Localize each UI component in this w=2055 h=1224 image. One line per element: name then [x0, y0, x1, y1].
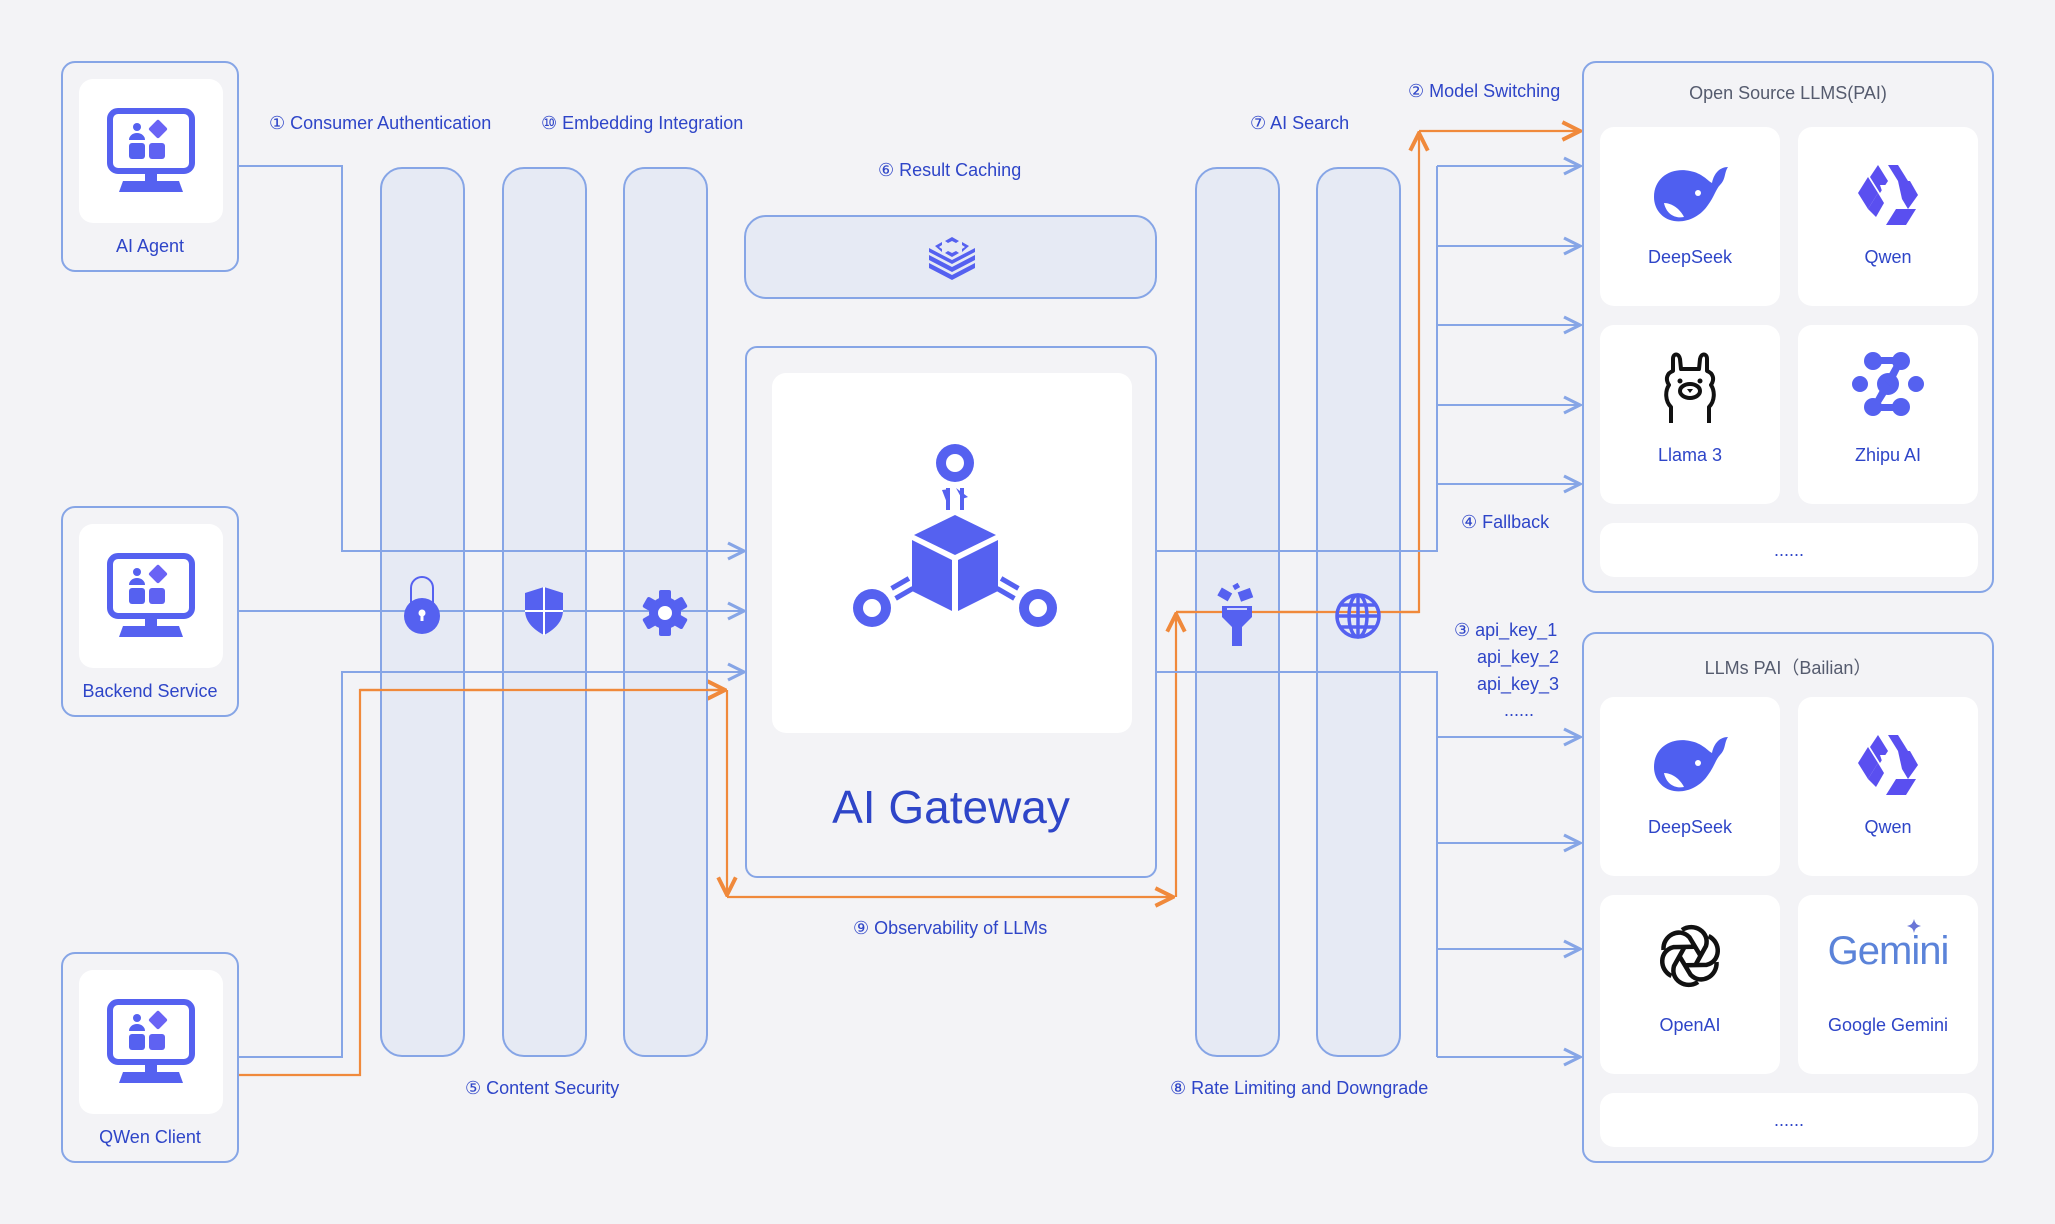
- gateway-title: AI Gateway: [832, 781, 1070, 833]
- step-api-key-3: api_key_3: [1477, 674, 1560, 694]
- deepseek-whale-icon: [1650, 733, 1730, 800]
- ai-gateway[interactable]: AI Gateway: [745, 346, 1157, 878]
- gear-icon: [642, 590, 688, 641]
- client-ai-agent[interactable]: AI Agent: [61, 61, 239, 272]
- zhipu-icon: [1851, 351, 1925, 422]
- gateway-cube-icon: [850, 443, 1060, 638]
- gemini-wordmark: Gemini: [1827, 929, 1950, 973]
- model-card-deepseek[interactable]: DeepSeek: [1600, 127, 1780, 306]
- client-label: Backend Service: [82, 681, 218, 701]
- step-rate-limiting: ⑧ Rate Limiting and Downgrade: [1170, 1078, 1429, 1098]
- funnel-icon: [1217, 582, 1257, 653]
- group-title: Open Source LLMS(PAI): [1689, 83, 1887, 103]
- more-models[interactable]: ......: [1600, 1093, 1978, 1147]
- step-ai-search: ⑦ AI Search: [1250, 113, 1350, 133]
- gemini-wordmark-icon: Gemini: [1823, 919, 1953, 974]
- step-consumer-auth: ① Consumer Authentication: [269, 113, 492, 133]
- model-card-zhipu[interactable]: Zhipu AI: [1798, 325, 1978, 504]
- openai-knot-icon: [1655, 921, 1725, 996]
- step-api-key-2: api_key_2: [1477, 647, 1560, 667]
- lock-icon: [401, 574, 443, 641]
- globe-icon: [1334, 592, 1382, 645]
- step-observability: ⑨ Observability of LLMs: [853, 918, 1048, 938]
- model-card-llama[interactable]: Llama 3: [1600, 325, 1780, 504]
- more-models[interactable]: ......: [1600, 523, 1978, 577]
- model-card-openai[interactable]: OpenAI: [1600, 895, 1780, 1074]
- step-api-key-more: ......: [1504, 700, 1535, 720]
- client-qwen[interactable]: QWen Client: [61, 952, 239, 1163]
- client-label: QWen Client: [99, 1127, 201, 1147]
- client-label: AI Agent: [115, 236, 185, 256]
- result-cache-box: [744, 215, 1157, 299]
- step-fallback: ④ Fallback: [1461, 512, 1550, 532]
- model-card-deepseek[interactable]: DeepSeek: [1600, 697, 1780, 876]
- monitor-apps-icon: [79, 524, 223, 668]
- client-backend-service[interactable]: Backend Service: [61, 506, 239, 717]
- step-embedding: ⑩ Embedding Integration: [541, 113, 744, 133]
- step-api-key-1: ③ api_key_1: [1454, 620, 1558, 640]
- qwen-star-icon: [1856, 163, 1920, 232]
- group-open-source-llms: Open Source LLMS(PAI) DeepSeek Qwen Llam…: [1582, 61, 1994, 593]
- model-label: Zhipu AI: [1854, 445, 1922, 465]
- group-bailian-llms: LLMs PAI（Bailian） DeepSeek Qwen OpenAI G…: [1582, 632, 1994, 1163]
- model-label: OpenAI: [1659, 1015, 1721, 1035]
- model-label: DeepSeek: [1647, 817, 1733, 837]
- monitor-apps-icon: [79, 970, 223, 1114]
- model-card-gemini[interactable]: Gemini Google Gemini: [1798, 895, 1978, 1074]
- llama-icon: [1661, 351, 1719, 430]
- model-label: Llama 3: [1657, 445, 1723, 465]
- monitor-apps-icon: [79, 79, 223, 223]
- model-card-qwen[interactable]: Qwen: [1798, 127, 1978, 306]
- shield-icon: [524, 586, 564, 641]
- model-label: Qwen: [1864, 247, 1912, 267]
- model-label: DeepSeek: [1647, 247, 1733, 267]
- model-card-qwen[interactable]: Qwen: [1798, 697, 1978, 876]
- deepseek-whale-icon: [1650, 163, 1730, 230]
- gateway-card: [772, 373, 1132, 733]
- qwen-star-icon: [1856, 733, 1920, 802]
- step-model-switching: ② Model Switching: [1408, 81, 1561, 101]
- model-label: Google Gemini: [1827, 1015, 1949, 1035]
- step-content-security: ⑤ Content Security: [465, 1078, 620, 1098]
- model-label: Qwen: [1864, 817, 1912, 837]
- stack-icon: [927, 235, 977, 286]
- group-title: LLMs PAI（Bailian）: [1704, 658, 1872, 678]
- step-result-caching: ⑥ Result Caching: [878, 160, 1022, 180]
